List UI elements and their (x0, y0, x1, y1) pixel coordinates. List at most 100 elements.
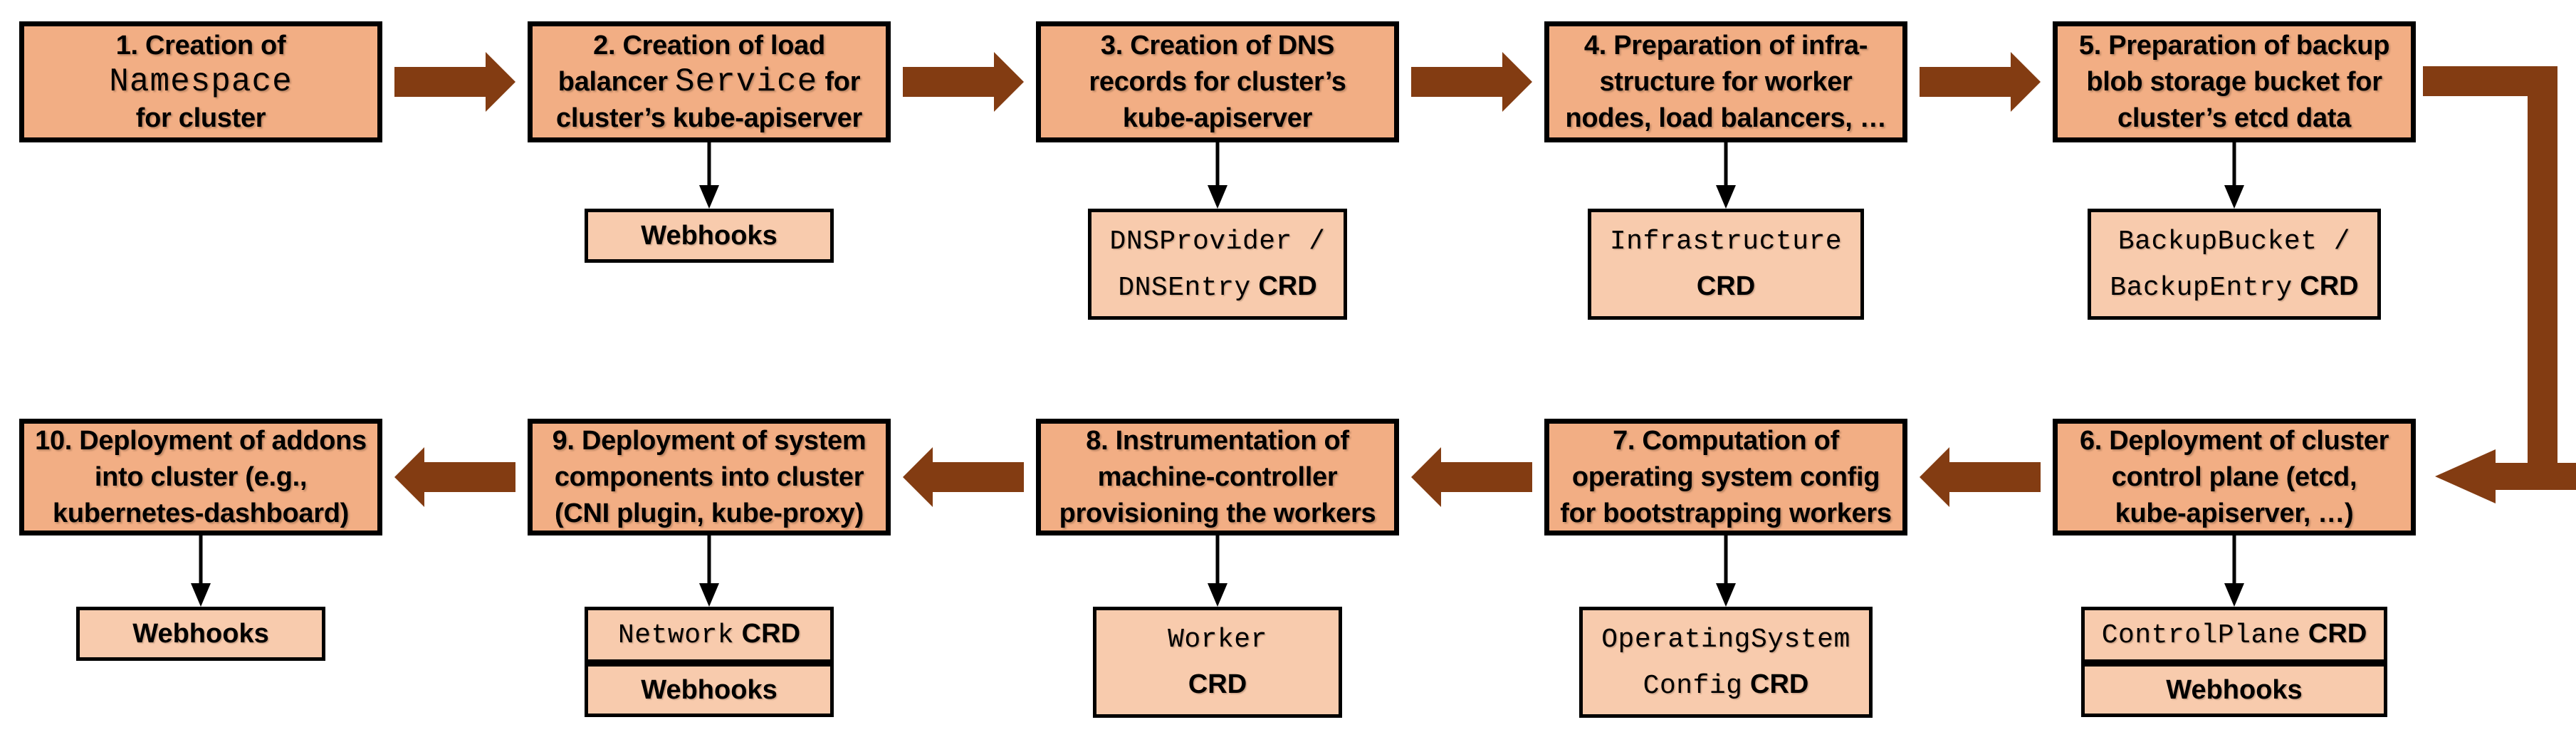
step-1-line-3: for cluster (135, 103, 266, 133)
step-9-webhooks-box: Webhooks (585, 663, 834, 717)
webhooks-label: Webhooks (641, 675, 777, 705)
arrow-left-icon (903, 447, 1024, 507)
step-4-crd-box: Infrastructure CRD (1587, 209, 1865, 320)
step-10-artifacts: Webhooks (76, 607, 325, 661)
arrow-down-icon (1716, 142, 1736, 209)
webhooks-label: Webhooks (132, 619, 269, 649)
elbow-arrow-step5-to-step6-icon (2423, 66, 2576, 503)
step-6-line-2: control plane (etcd, (2111, 461, 2357, 492)
arrow-left-icon (1920, 447, 2041, 507)
step-7-line-1: 7. Computation of (1613, 425, 1839, 456)
step-7-artifacts: OperatingSystem Config CRD (1579, 607, 1873, 718)
flow-step-10: 10. Deployment of addons into cluster (e… (19, 419, 382, 661)
step-2-line-1: 2. Creation of load (593, 30, 825, 61)
step-9-line-2: components into cluster (554, 461, 864, 492)
step-4-artifacts: Infrastructure CRD (1587, 209, 1865, 320)
flow-step-6: 6. Deployment of cluster control plane (… (2053, 419, 2416, 717)
crd-line: Config CRD (1643, 669, 1809, 701)
arrow-down-icon (1208, 535, 1227, 607)
arrow-down-icon (2224, 142, 2244, 209)
arrow-down-icon (2224, 535, 2244, 607)
step-6-webhooks-box: Webhooks (2080, 663, 2388, 717)
crd-line: BackupBucket / (2117, 226, 2351, 257)
step-8-crd-box: Worker CRD (1093, 607, 1342, 718)
arrow-down-icon (191, 535, 211, 607)
webhooks-label: Webhooks (2166, 675, 2303, 705)
arrow-right-icon (903, 52, 1024, 112)
step-3-line-2: records for cluster’s (1089, 66, 1346, 97)
flow-step-3: 3. Creation of DNS records for cluster’s… (1036, 21, 1399, 320)
arrow-down-icon (699, 535, 719, 607)
step-5-line-3: cluster’s etcd data (2117, 103, 2351, 133)
step-6-box: 6. Deployment of cluster control plane (… (2053, 419, 2416, 535)
crd-line: CRD (1188, 669, 1247, 699)
step-10-box: 10. Deployment of addons into cluster (e… (19, 419, 382, 535)
step-6-crd-box: ControlPlane CRD (2080, 607, 2388, 663)
step-6-line-1: 6. Deployment of cluster (2079, 425, 2389, 456)
crd-line: CRD (1696, 271, 1756, 301)
arrow-right-icon (1920, 52, 2041, 112)
step-7-line-3: for bootstrapping workers (1560, 498, 1892, 528)
crd-line: Worker (1168, 625, 1267, 655)
flow-step-8: 8. Instrumentation of machine-controller… (1036, 419, 1399, 718)
step-3-crd-box: DNSProvider / DNSEntry CRD (1087, 209, 1348, 320)
step-2-artifacts: Webhooks (585, 209, 834, 263)
step-5-artifacts: BackupBucket / BackupEntry CRD (2088, 209, 2381, 320)
crd-line: DNSEntry CRD (1118, 271, 1317, 303)
crd-line: Network CRD (617, 619, 801, 651)
step-9-box: 9. Deployment of system components into … (528, 419, 891, 535)
step-2-line-2: balancer Service for (557, 63, 861, 100)
step-2-line-3: cluster’s kube-apiserver (555, 103, 863, 133)
step-7-crd-box: OperatingSystem Config CRD (1579, 607, 1873, 718)
step-4-line-3: nodes, load balancers, … (1565, 103, 1887, 133)
arrow-down-icon (1208, 142, 1227, 209)
step-5-box: 5. Preparation of backup blob storage bu… (2053, 21, 2416, 142)
crd-line: DNSProvider / (1109, 226, 1326, 257)
crd-line: ControlPlane CRD (2101, 619, 2367, 651)
flow-step-7: 7. Computation of operating system confi… (1544, 419, 1907, 718)
arrow-down-icon (699, 142, 719, 209)
step-8-line-3: provisioning the workers (1059, 498, 1376, 528)
step-3-line-3: kube-apiserver (1122, 103, 1313, 133)
arrow-right-icon (1411, 52, 1532, 112)
step-10-line-1: 10. Deployment of addons (35, 425, 367, 456)
step-4-box: 4. Preparation of infra- structure for w… (1544, 21, 1907, 142)
step-9-crd-box: Network CRD (585, 607, 834, 663)
step-9-line-1: 9. Deployment of system (552, 425, 866, 456)
webhooks-label: Webhooks (641, 221, 777, 251)
arrow-down-icon (1716, 535, 1736, 607)
step-9-line-3: (CNI plugin, kube-proxy) (554, 498, 864, 528)
step-4-line-1: 4. Preparation of infra- (1583, 30, 1868, 61)
crd-line: BackupEntry CRD (2110, 271, 2359, 303)
step-3-box: 3. Creation of DNS records for cluster’s… (1036, 21, 1399, 142)
arrow-right-icon (394, 52, 515, 112)
flow-step-2: 2. Creation of load balancer Service for… (528, 21, 891, 263)
step-10-line-2: into cluster (e.g., (94, 461, 308, 492)
step-8-line-2: machine-controller (1097, 461, 1338, 492)
step-8-line-1: 8. Instrumentation of (1086, 425, 1349, 456)
crd-line: Infrastructure (1609, 226, 1843, 257)
step-2-box: 2. Creation of load balancer Service for… (528, 21, 891, 142)
inline-code-text: Namespace (109, 63, 293, 100)
flow-step-5: 5. Preparation of backup blob storage bu… (2053, 21, 2416, 320)
step-2-webhooks-box: Webhooks (585, 209, 834, 263)
step-7-box: 7. Computation of operating system confi… (1544, 419, 1907, 535)
step-3-line-1: 3. Creation of DNS (1100, 30, 1335, 61)
flow-step-1: 1. Creation of Namespace for cluster (19, 21, 382, 142)
flow-step-4: 4. Preparation of infra- structure for w… (1544, 21, 1907, 320)
step-5-line-2: blob storage bucket for (2086, 66, 2382, 97)
step-8-artifacts: Worker CRD (1093, 607, 1342, 718)
step-9-artifacts: Network CRD Webhooks (585, 607, 834, 717)
arrow-left-icon (1411, 447, 1532, 507)
step-6-line-3: kube-apiserver, …) (2115, 498, 2354, 528)
crd-line: OperatingSystem (1601, 625, 1850, 655)
step-1-line-1: 1. Creation of (115, 30, 286, 61)
step-7-line-2: operating system config (1571, 461, 1880, 492)
flow-step-9: 9. Deployment of system components into … (528, 419, 891, 717)
step-3-artifacts: DNSProvider / DNSEntry CRD (1087, 209, 1348, 320)
arrow-left-icon (394, 447, 515, 507)
step-4-line-2: structure for worker (1599, 66, 1853, 97)
step-6-artifacts: ControlPlane CRD Webhooks (2080, 607, 2388, 717)
step-1-line-2: Namespace (109, 64, 292, 100)
